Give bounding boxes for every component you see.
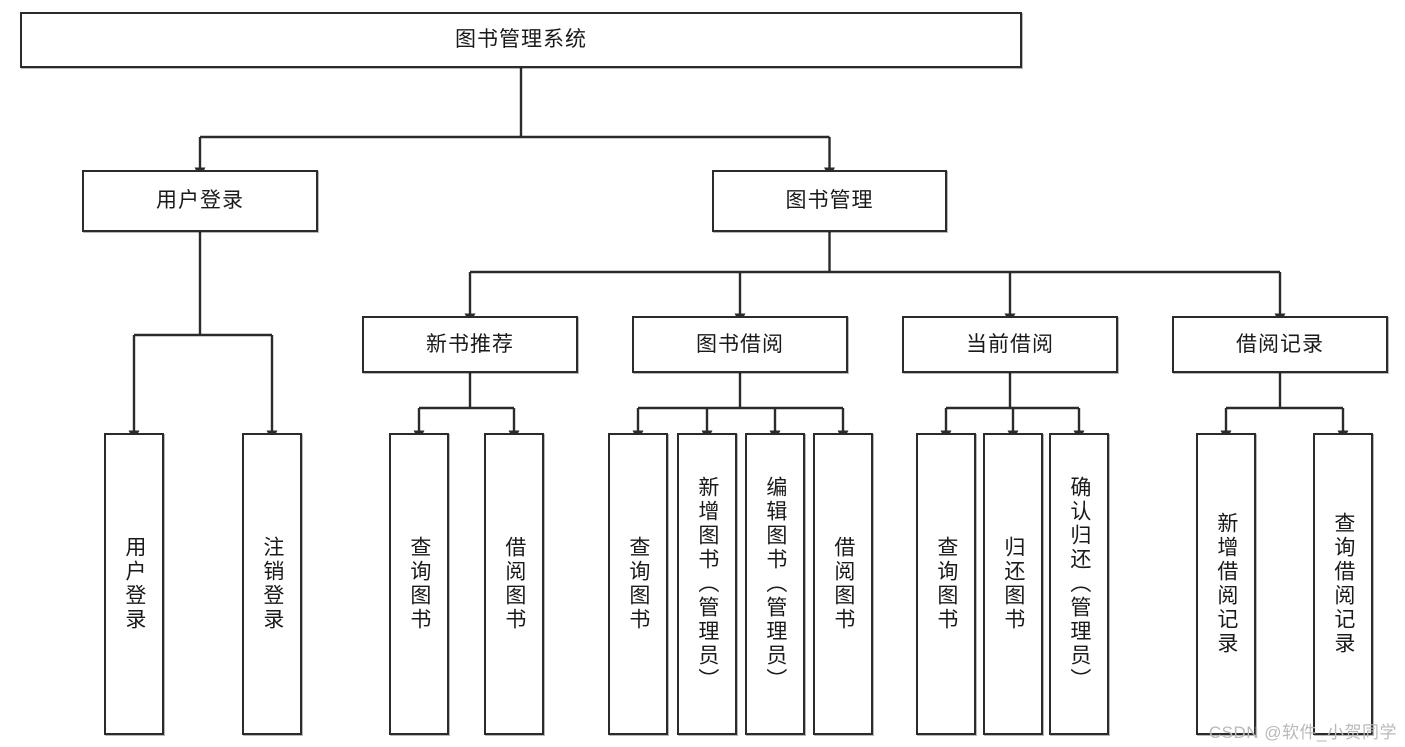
node-user-login[interactable]: 用户登录 xyxy=(82,170,318,232)
node-label: 新增借阅记录 xyxy=(1214,512,1238,656)
node-label: 图书管理系统 xyxy=(455,28,587,52)
node-book-borrow[interactable]: 图书借阅 xyxy=(632,316,848,373)
node-loan-record[interactable]: 借阅记录 xyxy=(1172,316,1388,373)
node-label: 确认归还（管理员） xyxy=(1067,476,1091,692)
node-label: 注销登录 xyxy=(260,536,284,632)
watermark: CSDN @软件_小贺同学 xyxy=(1208,723,1397,742)
node-label: 归还图书 xyxy=(1001,536,1025,632)
node-label: 用户登录 xyxy=(156,189,244,213)
node-label: 查询图书 xyxy=(407,536,431,632)
node-book-manage[interactable]: 图书管理 xyxy=(712,170,947,232)
node-label: 用户登录 xyxy=(122,536,146,632)
node-leaf-query-book-rec[interactable]: 查询图书 xyxy=(389,433,449,735)
node-label: 查询图书 xyxy=(934,536,958,632)
node-leaf-query-book-current[interactable]: 查询图书 xyxy=(916,433,976,735)
node-leaf-edit-book-admin[interactable]: 编辑图书（管理员） xyxy=(745,433,805,735)
node-label: 查询借阅记录 xyxy=(1331,512,1355,656)
node-label: 当前借阅 xyxy=(966,332,1054,356)
node-label: 借阅图书 xyxy=(502,536,526,632)
node-leaf-add-book-admin[interactable]: 新增图书（管理员） xyxy=(677,433,737,735)
node-leaf-confirm-return-admin[interactable]: 确认归还（管理员） xyxy=(1049,433,1109,735)
node-leaf-borrow-book-rec[interactable]: 借阅图书 xyxy=(484,433,544,735)
node-leaf-query-book-borrow[interactable]: 查询图书 xyxy=(608,433,668,735)
node-leaf-return-book[interactable]: 归还图书 xyxy=(983,433,1043,735)
node-label: 图书管理 xyxy=(785,189,874,213)
node-root[interactable]: 图书管理系统 xyxy=(20,12,1022,68)
node-label: 借阅图书 xyxy=(831,536,855,632)
node-label: 查询图书 xyxy=(626,536,650,632)
node-leaf-user-login[interactable]: 用户登录 xyxy=(104,433,164,735)
node-current-loan[interactable]: 当前借阅 xyxy=(902,316,1118,373)
node-leaf-query-loan-record[interactable]: 查询借阅记录 xyxy=(1313,433,1373,735)
node-label: 借阅记录 xyxy=(1236,332,1324,356)
node-leaf-borrow-book-borrow[interactable]: 借阅图书 xyxy=(813,433,873,735)
node-new-book-recommend[interactable]: 新书推荐 xyxy=(362,316,578,373)
node-label: 新书推荐 xyxy=(426,332,514,356)
node-leaf-add-loan-record[interactable]: 新增借阅记录 xyxy=(1196,433,1256,735)
node-label: 图书借阅 xyxy=(696,332,784,356)
node-label: 编辑图书（管理员） xyxy=(763,476,787,692)
node-label: 新增图书（管理员） xyxy=(695,476,719,692)
node-leaf-logout-login[interactable]: 注销登录 xyxy=(242,433,302,735)
